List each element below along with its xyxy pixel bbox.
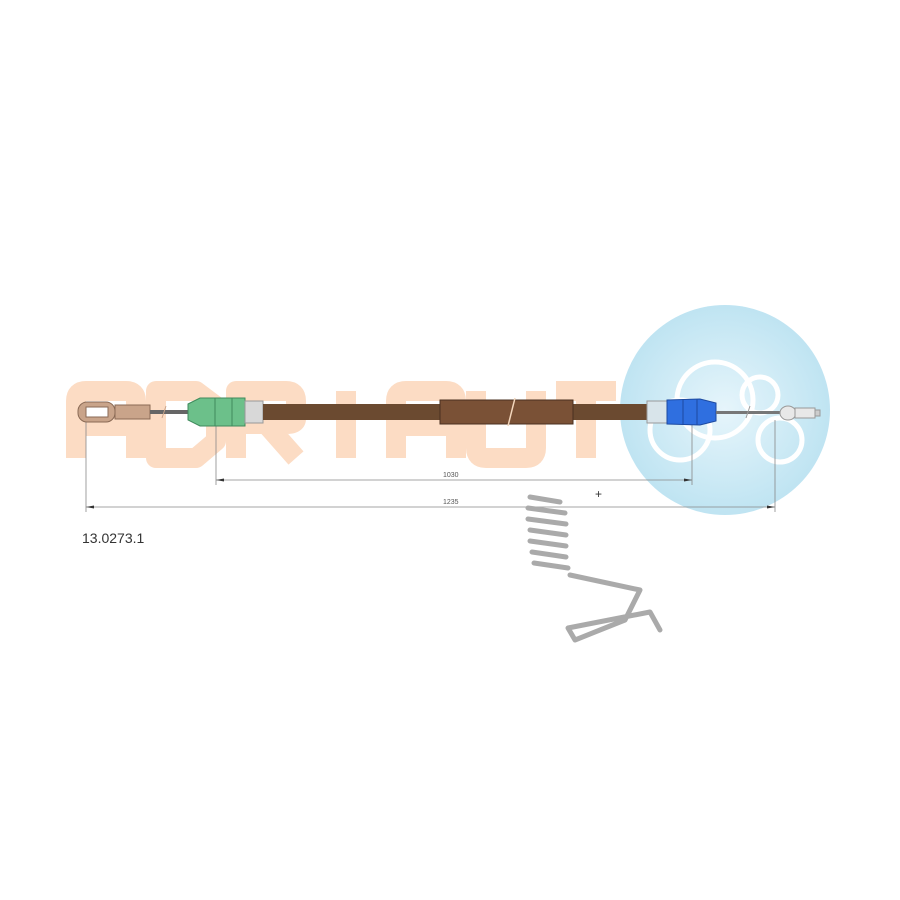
part-number: 13.0273.1 (82, 530, 145, 546)
spring-clip (525, 494, 663, 643)
plus-marker: + (595, 487, 602, 501)
cable (77, 397, 821, 427)
brand-watermark (66, 381, 616, 468)
dimension-1235: 1235 (443, 499, 459, 506)
dimension-lines (85, 420, 776, 512)
left-fitting (187, 397, 264, 427)
right-fitting (646, 398, 717, 426)
dimension-1030: 1030 (443, 472, 459, 479)
brand-logo (620, 305, 830, 515)
dimension-arrows (86, 478, 775, 509)
